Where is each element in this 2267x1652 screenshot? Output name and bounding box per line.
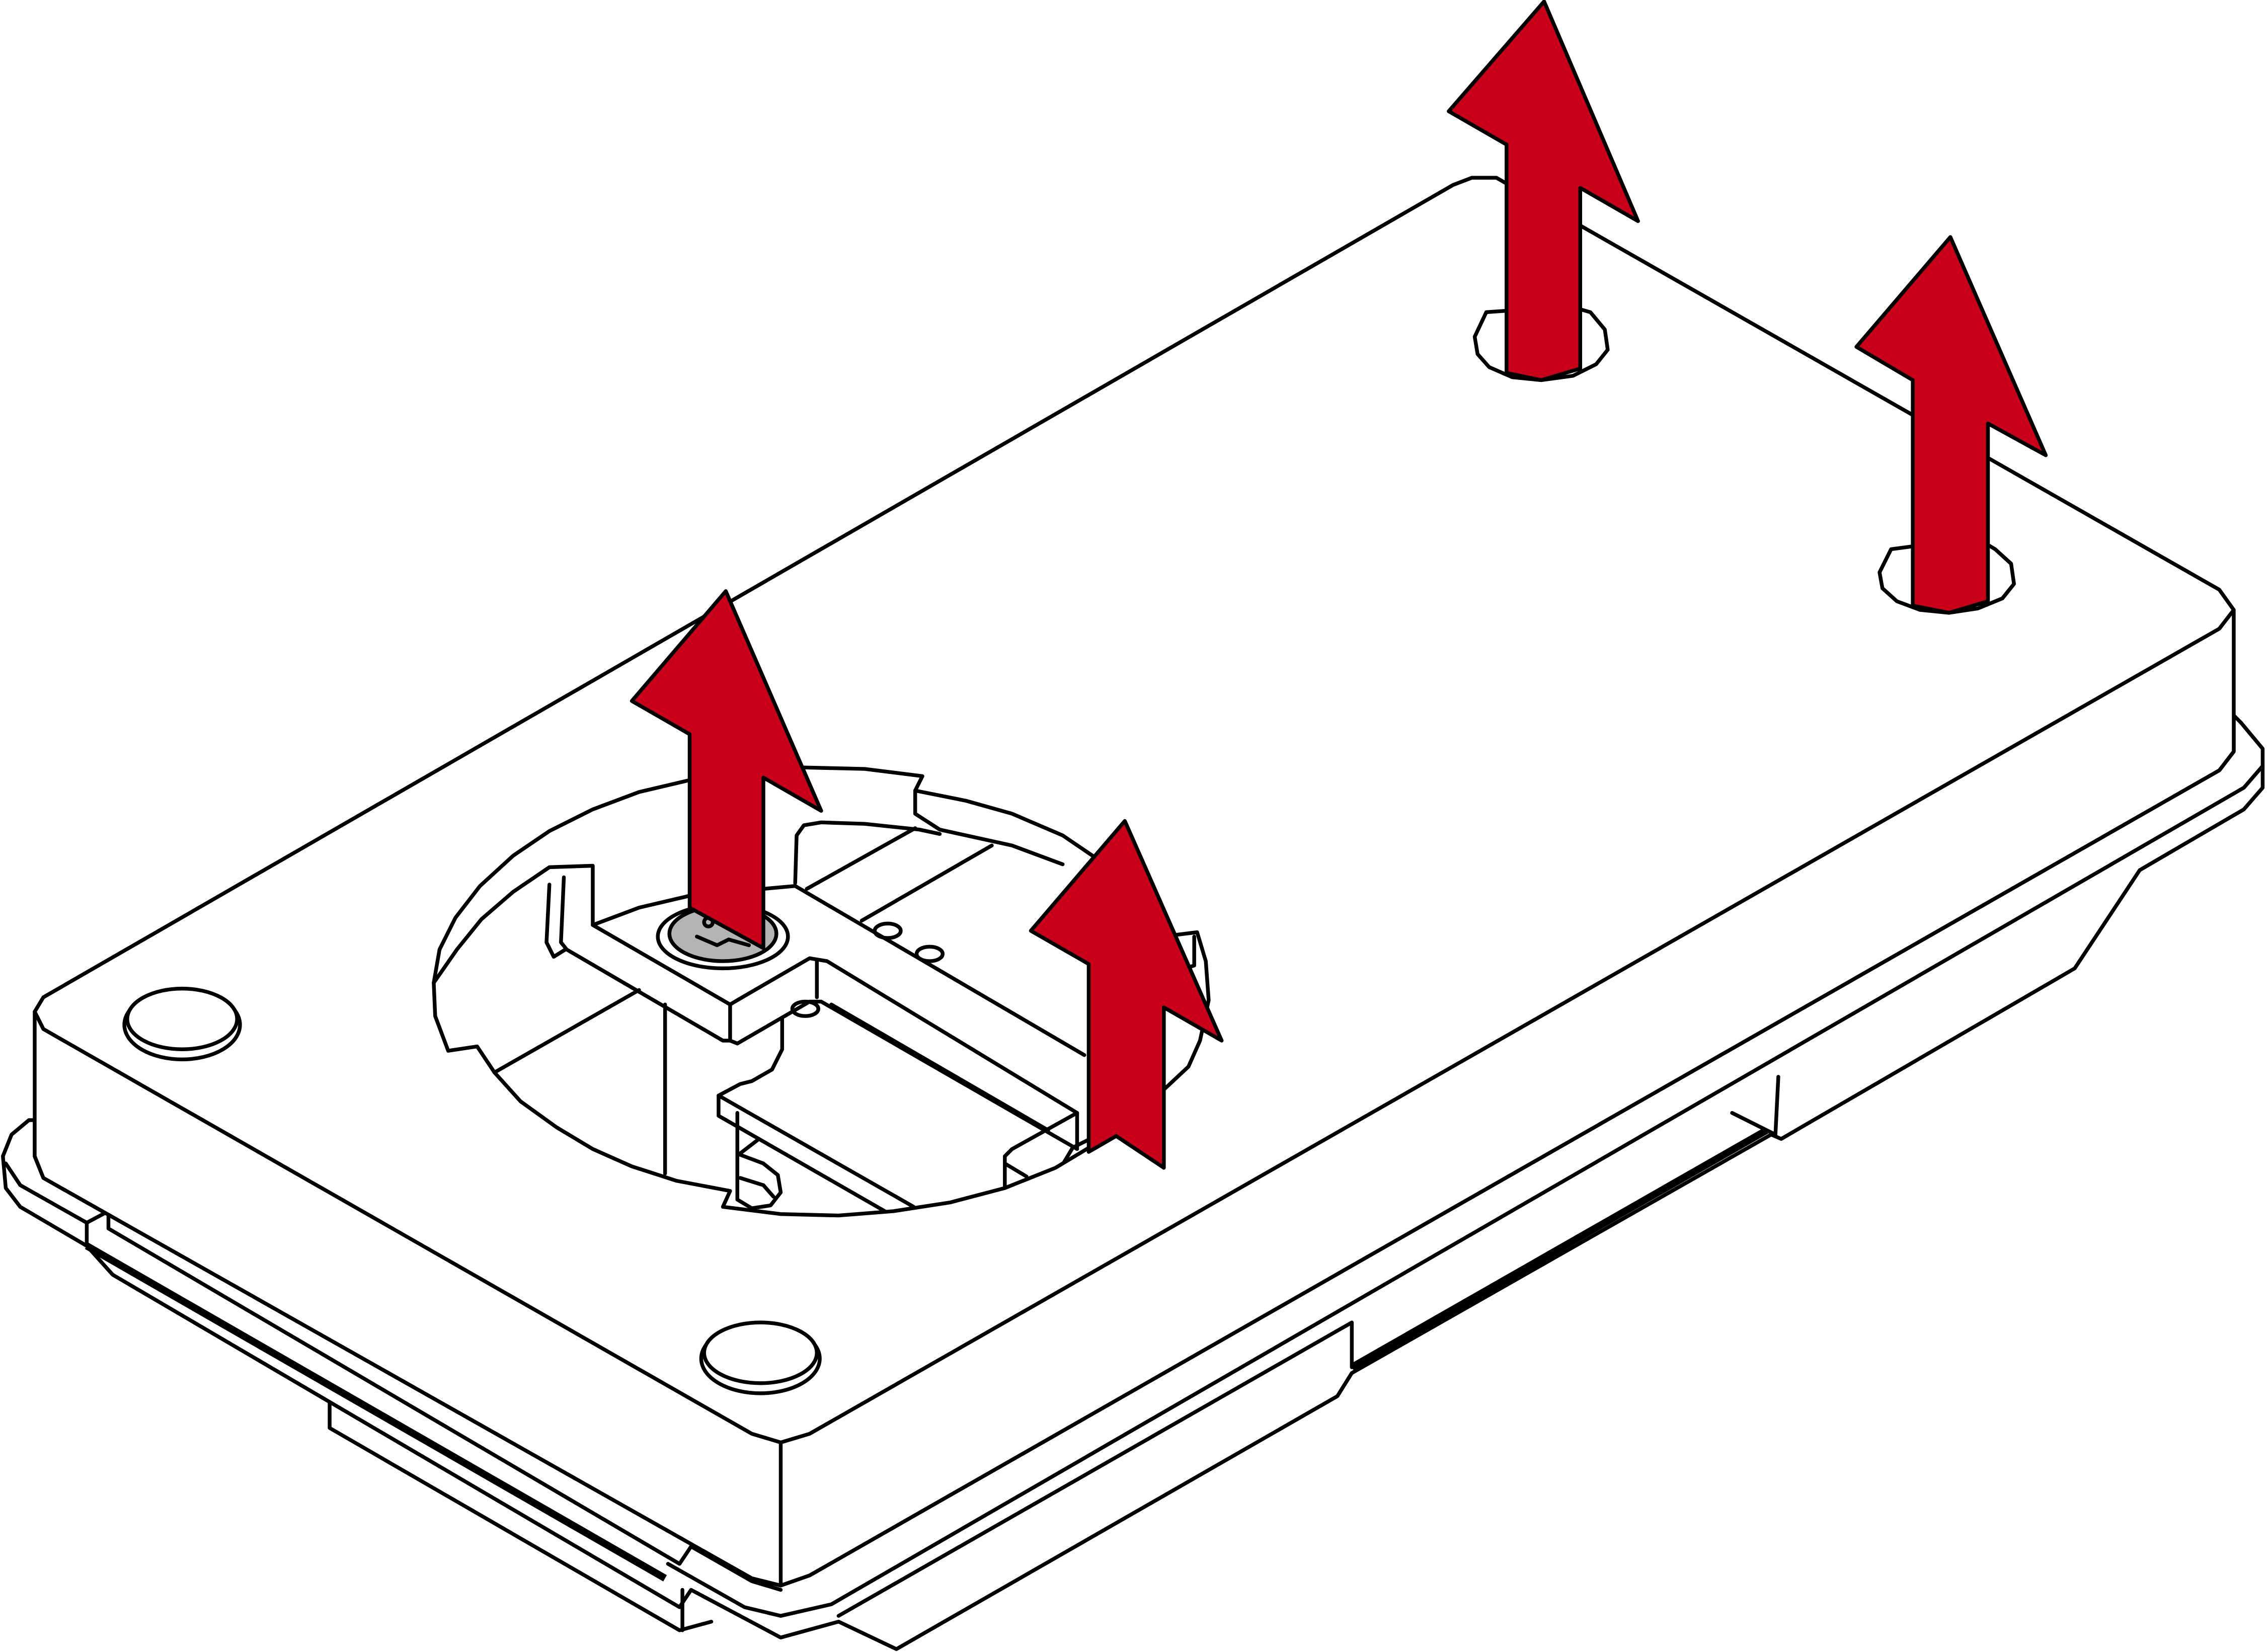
lift-arrows <box>630 0 2048 1170</box>
arrow-up-icon <box>1854 235 2048 615</box>
arrow-up-icon <box>1447 0 1640 382</box>
arrow-up-icon <box>1029 819 1224 1170</box>
arrow-up-icon <box>630 589 823 950</box>
